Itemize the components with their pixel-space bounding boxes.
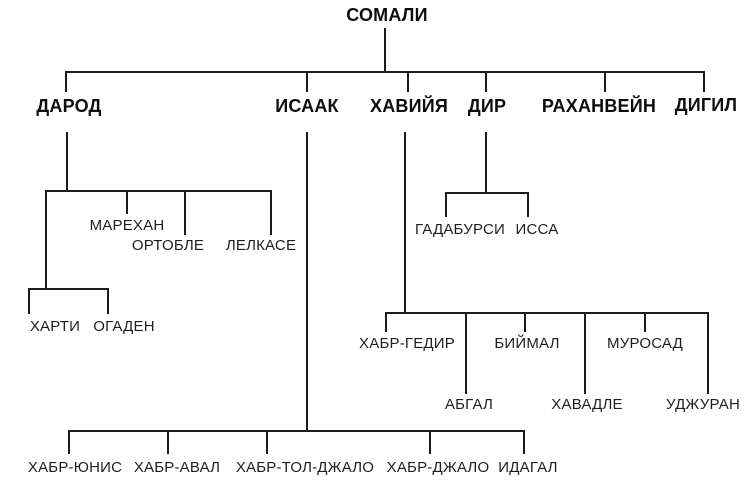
connector-drop-marehan xyxy=(126,190,128,214)
node-ogaden-label: ОГАДЕН xyxy=(93,318,155,335)
connector-top-bus xyxy=(65,71,705,73)
connector-drop-havadle xyxy=(584,312,586,394)
node-haviya-label: ХАВИЙЯ xyxy=(369,96,449,116)
connector-darod-lower-trunk xyxy=(45,190,47,290)
connector-drop-murosad xyxy=(644,312,646,332)
node-habr-dzhalo-label: ХАБР-ДЖАЛО xyxy=(386,459,490,476)
node-harti-label: ХАРТИ xyxy=(29,318,81,335)
connector-dir-trunk xyxy=(485,132,487,194)
connector-drop-ogaden xyxy=(107,288,109,314)
node-habr-gedir-label: ХАБР-ГЕДИР xyxy=(359,335,455,352)
connector-drop-habr-dzhalo xyxy=(429,430,431,454)
node-issa-label: ИССА xyxy=(515,221,559,238)
connector-drop-lelkase xyxy=(270,190,272,235)
connector-haviya-bus xyxy=(385,312,709,314)
node-lelkase-label: ЛЕЛКАСЕ xyxy=(225,237,297,254)
connector-darod-trunk xyxy=(66,132,68,192)
connector-drop-abgal xyxy=(465,312,467,394)
node-digil-label: ДИГИЛ xyxy=(674,95,738,115)
connector-drop-idagal xyxy=(523,430,525,454)
node-rahanvein-label: РАХАНВЕЙН xyxy=(541,96,657,116)
node-ortoble-label: ОРТОБЛЕ xyxy=(131,237,205,254)
connector-isaak-bus xyxy=(68,430,525,432)
node-isaak-label: ИСААК xyxy=(275,96,339,116)
node-udzhuran-label: УДЖУРАН xyxy=(666,396,740,413)
connector-dir-bus xyxy=(445,192,529,194)
node-biymal-label: БИЙМАЛ xyxy=(494,335,560,352)
connector-drop-haviya xyxy=(407,71,409,92)
connector-drop-gadabursi xyxy=(445,192,447,217)
connector-haviya-trunk xyxy=(404,132,406,314)
node-habr-yunis-label: ХАБР-ЮНИС xyxy=(27,459,123,476)
connector-drop-habr-gedir xyxy=(385,312,387,332)
connector-drop-isaak xyxy=(306,71,308,92)
node-habr-aval-label: ХАБР-АВАЛ xyxy=(133,459,221,476)
connector-drop-harti xyxy=(28,288,30,314)
node-marehan-label: МАРЕХАН xyxy=(89,217,165,234)
connector-darod-bus xyxy=(45,190,272,192)
connector-drop-rahanvein xyxy=(604,71,606,92)
node-somali-label: СОМАЛИ xyxy=(346,5,428,25)
connector-drop-dir xyxy=(485,71,487,92)
node-havadle-label: ХАВАДЛЕ xyxy=(551,396,623,413)
node-idagal-label: ИДАГАЛ xyxy=(498,459,558,476)
node-abgal-label: АБГАЛ xyxy=(444,396,494,413)
connector-somali-trunk xyxy=(384,28,386,73)
node-habr-tol-dzhalo-label: ХАБР-ТОЛ-ДЖАЛО xyxy=(235,459,375,476)
connector-drop-udzhuran xyxy=(707,312,709,394)
connector-drop-habr-aval xyxy=(167,430,169,454)
connector-harti-ogaden-bus xyxy=(28,288,109,290)
node-dir-label: ДИР xyxy=(467,96,507,116)
connector-drop-issa xyxy=(527,192,529,217)
node-murosad-label: МУРОСАД xyxy=(607,335,683,352)
connector-drop-habr-tol-dzhalo xyxy=(266,430,268,454)
connector-drop-habr-yunis xyxy=(68,430,70,454)
connector-drop-darod xyxy=(65,71,67,92)
connector-drop-biymal xyxy=(524,312,526,332)
node-gadabursi-label: ГАДАБУРСИ xyxy=(414,221,506,238)
node-darod-label: ДАРОД xyxy=(36,96,102,116)
connector-drop-ortoble xyxy=(184,190,186,235)
connector-isaak-trunk xyxy=(306,132,308,432)
connector-drop-digil xyxy=(703,71,705,92)
